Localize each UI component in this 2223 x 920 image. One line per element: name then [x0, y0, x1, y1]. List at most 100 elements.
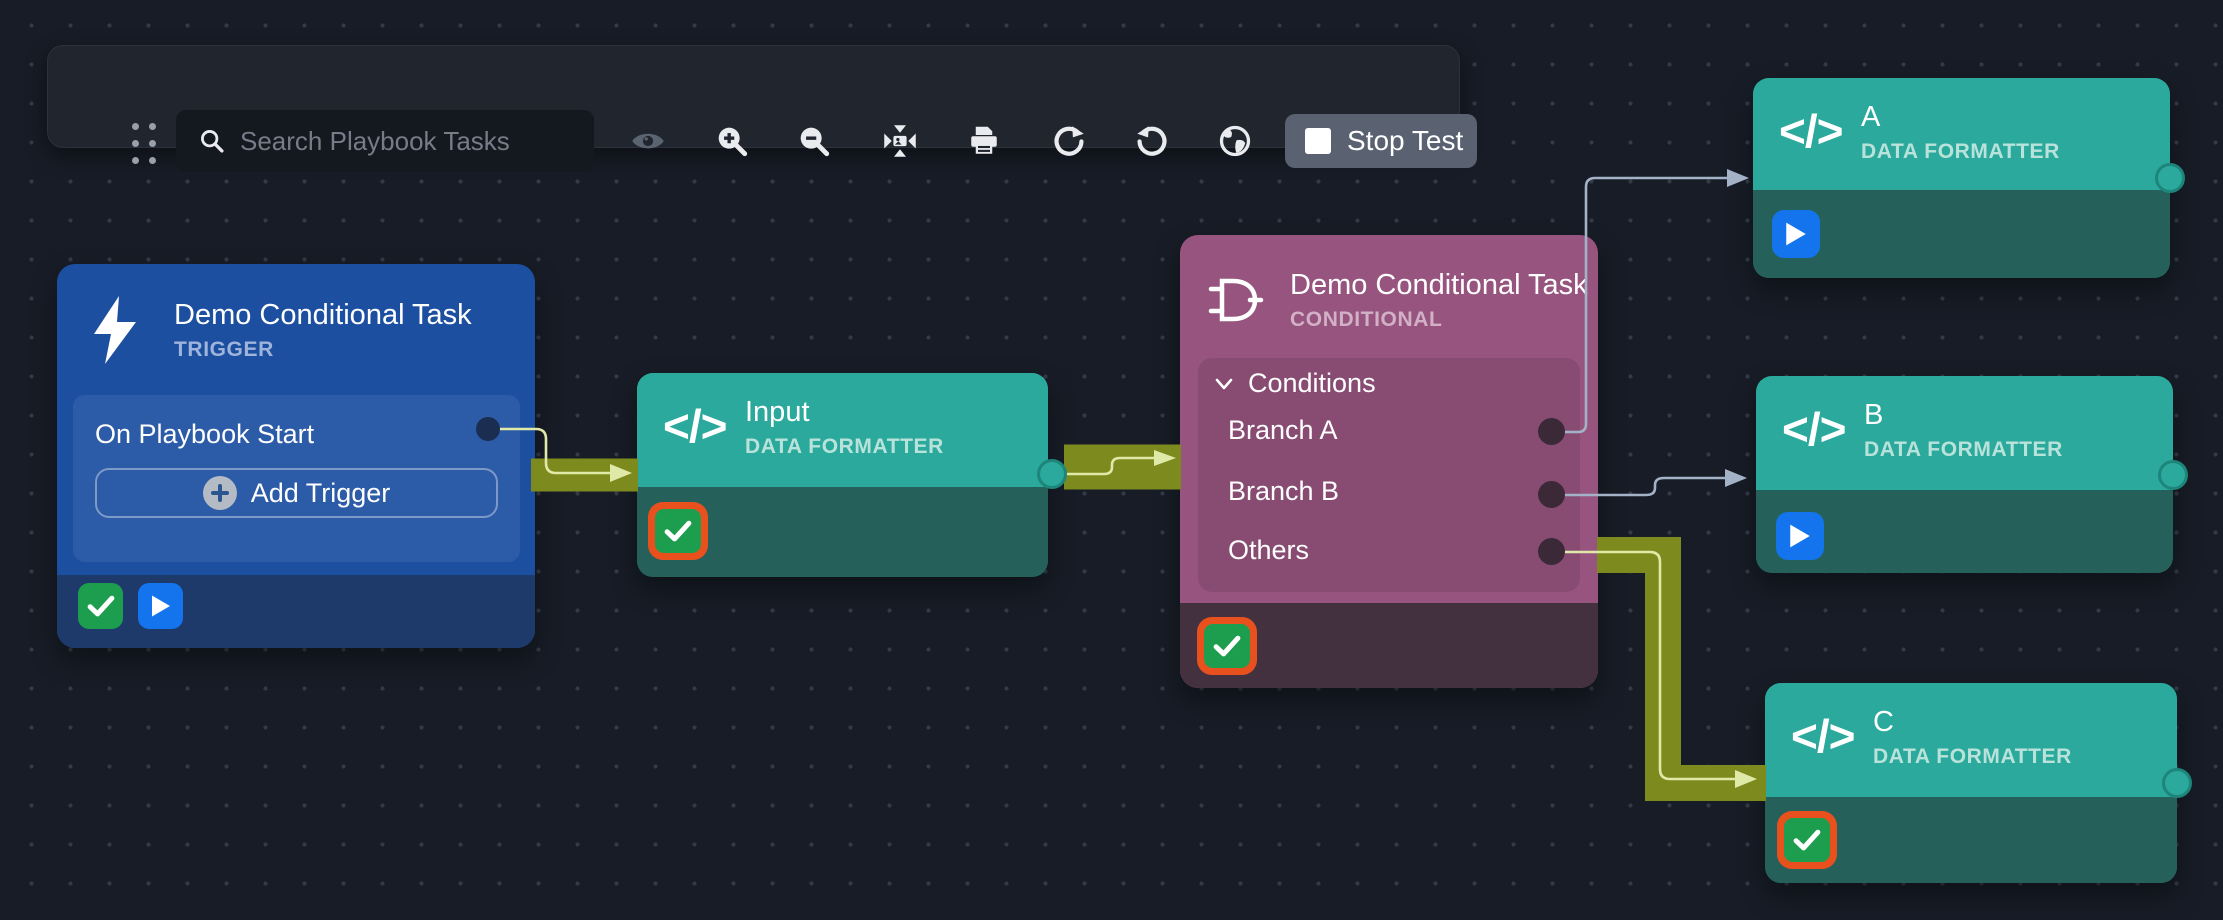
add-trigger-label: Add Trigger	[250, 477, 391, 508]
node-trigger[interactable]: Demo Conditional Task TRIGGER On Playboo…	[57, 264, 535, 648]
input-body	[637, 487, 1048, 577]
trigger-panel: On Playbook Start Add Trigger	[73, 395, 520, 562]
stop-test-label: Stop Test	[1347, 125, 1464, 156]
stop-icon	[1305, 128, 1331, 154]
check-icon	[1793, 829, 1821, 851]
node-a-header: </> A DATA FORMATTER	[1753, 78, 2170, 190]
others-port[interactable]	[1538, 538, 1565, 565]
code-icon: </>	[1782, 403, 1847, 455]
add-trigger-button[interactable]: Add Trigger	[95, 468, 498, 518]
lightning-icon	[94, 296, 136, 364]
plus-icon	[202, 476, 237, 510]
check-icon	[1213, 635, 1241, 657]
check-icon	[664, 520, 692, 542]
play-icon	[1786, 222, 1806, 246]
node-a-body	[1753, 190, 2170, 278]
others-row[interactable]: Others	[1228, 535, 1310, 565]
edge-others-to-c-arrow	[1735, 770, 1757, 788]
node-type-label: DATA FORMATTER	[1873, 745, 2072, 768]
trigger-row-label: On Playbook Start	[95, 419, 315, 449]
node-title: Demo Conditional Task	[174, 299, 472, 331]
fit-view-icon	[884, 125, 916, 157]
node-title: C	[1873, 706, 1894, 738]
zoom-out-icon	[800, 127, 830, 157]
print-button[interactable]	[960, 117, 1008, 165]
success-badge-selected[interactable]	[648, 502, 708, 560]
trigger-footer	[57, 575, 535, 648]
edge-input-to-conditional	[1053, 456, 1154, 476]
search-input[interactable]	[176, 110, 594, 172]
playbook-toolbar: Stop Test	[47, 45, 1477, 172]
node-a[interactable]: </> A DATA FORMATTER	[1753, 78, 2170, 278]
node-c-output-port[interactable]	[2162, 768, 2192, 798]
fit-view-button[interactable]	[876, 117, 924, 165]
run-play-badge[interactable]	[1772, 210, 1820, 258]
node-c-body	[1765, 797, 2177, 883]
branch-a-port[interactable]	[1538, 418, 1565, 445]
success-badge-selected[interactable]	[1777, 811, 1837, 869]
search-box	[176, 110, 594, 172]
node-input[interactable]: </> Input DATA FORMATTER	[637, 373, 1048, 577]
node-a-output-port[interactable]	[2155, 163, 2185, 193]
branch-b-port[interactable]	[1538, 481, 1565, 508]
edge-others-to-c-highlight	[1597, 537, 1766, 801]
conditions-panel: Conditions Branch A Branch B Others	[1198, 358, 1580, 592]
code-icon: </>	[1779, 105, 1844, 157]
node-b-body	[1756, 490, 2173, 573]
print-icon	[971, 126, 997, 154]
edge-trigger-to-input-arrow	[610, 464, 632, 482]
edge-brancha-to-a-arrow	[1727, 169, 1749, 187]
node-type-label: DATA FORMATTER	[1864, 438, 2063, 461]
globe-icon	[1219, 125, 1251, 157]
node-type-label: DATA FORMATTER	[745, 435, 944, 458]
redo-icon	[1054, 126, 1084, 156]
play-icon	[1790, 524, 1810, 548]
success-badge-selected[interactable]	[1197, 617, 1257, 675]
edge-branchb-to-b-arrow	[1725, 469, 1747, 487]
conditional-footer	[1180, 603, 1598, 688]
run-play-badge[interactable]	[138, 583, 183, 629]
node-c[interactable]: </> C DATA FORMATTER	[1765, 683, 2177, 883]
stop-test-button[interactable]: Stop Test	[1285, 114, 1477, 168]
branch-b-row[interactable]: Branch B	[1228, 476, 1340, 506]
node-type-label: TRIGGER	[174, 338, 274, 361]
run-play-badge[interactable]	[1776, 512, 1824, 560]
node-title: Input	[745, 396, 810, 428]
code-icon: </>	[663, 400, 728, 452]
zoom-in-button[interactable]	[708, 117, 756, 165]
visibility-button[interactable]	[624, 117, 672, 165]
success-badge[interactable]	[78, 583, 123, 629]
globe-button[interactable]	[1211, 117, 1259, 165]
toolbar-drag-handle[interactable]	[132, 123, 158, 173]
zoom-in-icon	[718, 127, 748, 157]
code-icon: </>	[1791, 710, 1856, 762]
trigger-output-port[interactable]	[476, 417, 500, 441]
conditional-gate-icon	[1208, 278, 1264, 322]
undo-icon	[1137, 126, 1167, 156]
eye-icon	[632, 133, 664, 149]
node-type-label: CONDITIONAL	[1290, 308, 1443, 331]
node-b[interactable]: </> B DATA FORMATTER	[1756, 376, 2173, 573]
branch-a-row[interactable]: Branch A	[1228, 415, 1338, 445]
node-c-header: </> C DATA FORMATTER	[1765, 683, 2177, 797]
undo-button[interactable]	[1128, 117, 1176, 165]
node-title: A	[1861, 101, 1881, 133]
conditional-header: Demo Conditional Task CONDITIONAL	[1208, 267, 1588, 333]
conditions-label: Conditions	[1248, 368, 1376, 398]
node-title: Demo Conditional Task	[1290, 269, 1588, 301]
node-type-label: DATA FORMATTER	[1861, 140, 2060, 163]
redo-button[interactable]	[1045, 117, 1093, 165]
input-header: </> Input DATA FORMATTER	[637, 373, 1048, 487]
node-conditional[interactable]: Demo Conditional Task CONDITIONAL Condit…	[1180, 235, 1598, 688]
node-b-output-port[interactable]	[2158, 460, 2188, 490]
play-icon	[151, 595, 170, 617]
input-output-port[interactable]	[1037, 459, 1067, 489]
trigger-header: Demo Conditional Task TRIGGER	[88, 294, 472, 366]
conditions-section-toggle[interactable]: Conditions	[1214, 368, 1376, 399]
check-icon	[87, 595, 114, 617]
zoom-out-button[interactable]	[790, 117, 838, 165]
chevron-down-icon	[1215, 378, 1233, 389]
edge-input-to-conditional-arrow	[1154, 450, 1176, 466]
node-b-header: </> B DATA FORMATTER	[1756, 376, 2173, 490]
